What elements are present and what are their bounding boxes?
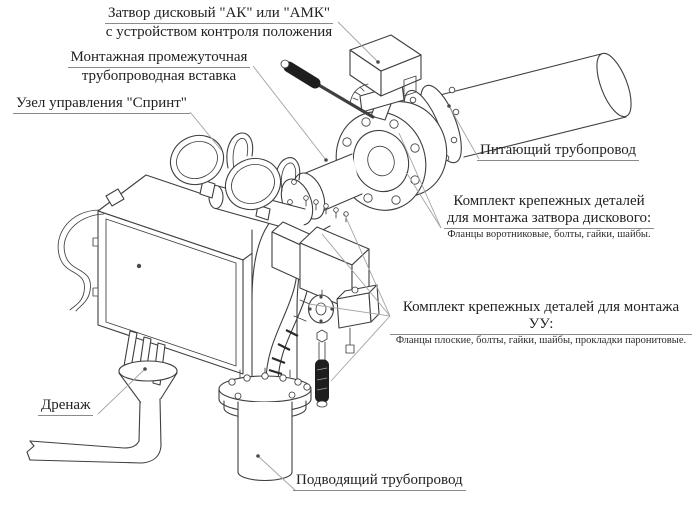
inlet-flange	[218, 367, 312, 482]
label-spool: Монтажная промежуточная трубопроводная в…	[60, 49, 258, 85]
label-disc-valve: Затвор дисковый "АК" или "АМК" с устройс…	[96, 5, 342, 41]
label-inlet-pipe-text: Подводящий трубопровод	[293, 472, 466, 491]
leader-lines	[97, 21, 480, 492]
cables	[57, 188, 125, 312]
label-supply-pipe-text: Питающий трубопровод	[477, 142, 639, 161]
label-control-unit: Узел управления "Спринт"	[13, 95, 190, 114]
inlet-pipe-body	[237, 471, 293, 482]
drain-funnel	[26, 330, 178, 464]
label-inlet-pipe: Подводящий трубопровод	[293, 472, 466, 491]
supply-pipe	[439, 52, 632, 158]
label-control-unit-text: Узел управления "Спринт"	[13, 95, 190, 114]
pressure-gauge-1	[169, 134, 225, 186]
label-uu-kit-line2: Фланцы плоские, болты, гайки, шайбы, про…	[395, 335, 687, 346]
label-supply-pipe: Питающий трубопровод	[477, 142, 639, 161]
label-uu-kit: Комплект крепежных деталей для монтажа У…	[390, 299, 692, 347]
label-uu-kit-line1: Комплект крепежных деталей для монтажа У…	[390, 299, 692, 335]
label-disc-valve-kit-line3: Фланцы воротниковые, болты, гайки, шайбы…	[447, 229, 651, 240]
label-disc-valve-kit-line1: Комплект крепежных деталей	[453, 193, 645, 209]
pressure-gauge-2	[224, 157, 282, 211]
label-spool-line2: трубопроводная вставка	[81, 68, 237, 84]
pressure-gauges	[169, 134, 282, 221]
label-spool-line1: Монтажная промежуточная	[67, 49, 251, 68]
label-drain-text: Дренаж	[38, 397, 94, 416]
label-disc-valve-line2: с устройством контроля положения	[105, 24, 333, 40]
stud-row	[303, 195, 349, 223]
label-disc-valve-line1: Затвор дисковый "АК" или "АМК"	[105, 5, 333, 24]
label-disc-valve-kit: Комплект крепежных деталей для монтажа з…	[438, 193, 660, 241]
label-disc-valve-kit-line2: для монтажа затвора дискового:	[443, 210, 655, 229]
valve-actuator	[349, 34, 422, 113]
anchor-stud	[315, 329, 329, 408]
valve-handle	[280, 59, 375, 119]
door-knob	[136, 263, 142, 269]
pipe-break-symbol	[26, 440, 35, 461]
label-drain: Дренаж	[38, 397, 94, 416]
